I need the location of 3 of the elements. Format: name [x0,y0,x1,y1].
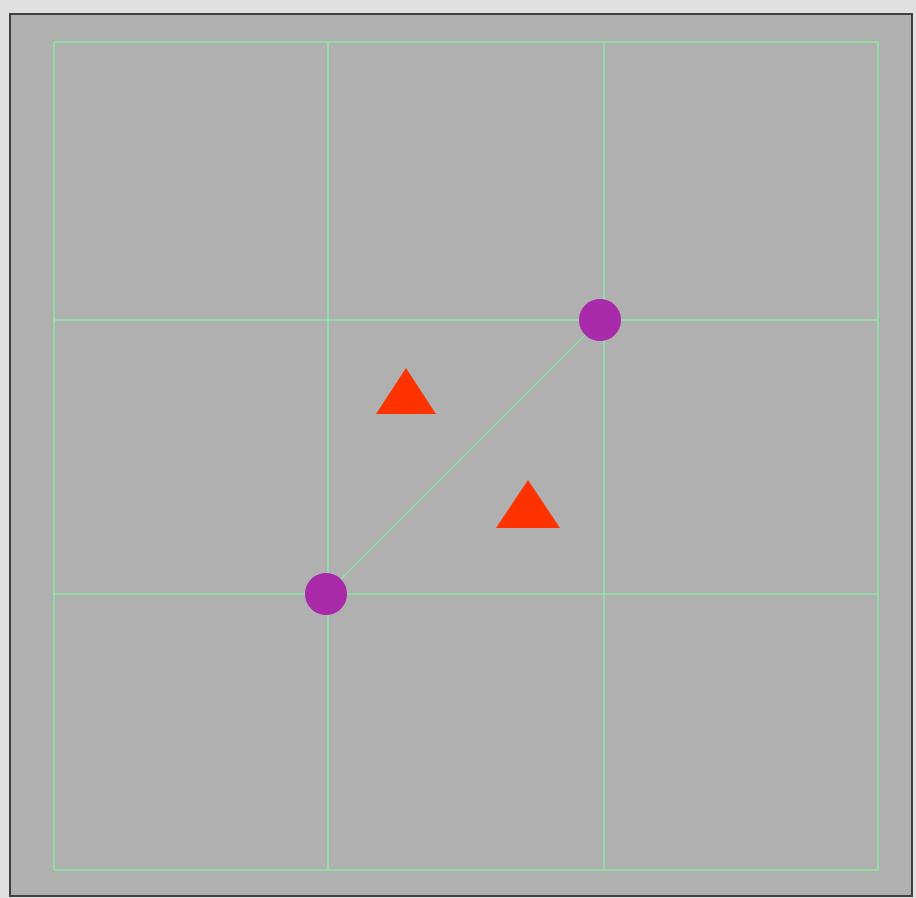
connector-line [340,334,586,580]
point-marker [579,299,621,341]
point-marker [305,573,347,615]
